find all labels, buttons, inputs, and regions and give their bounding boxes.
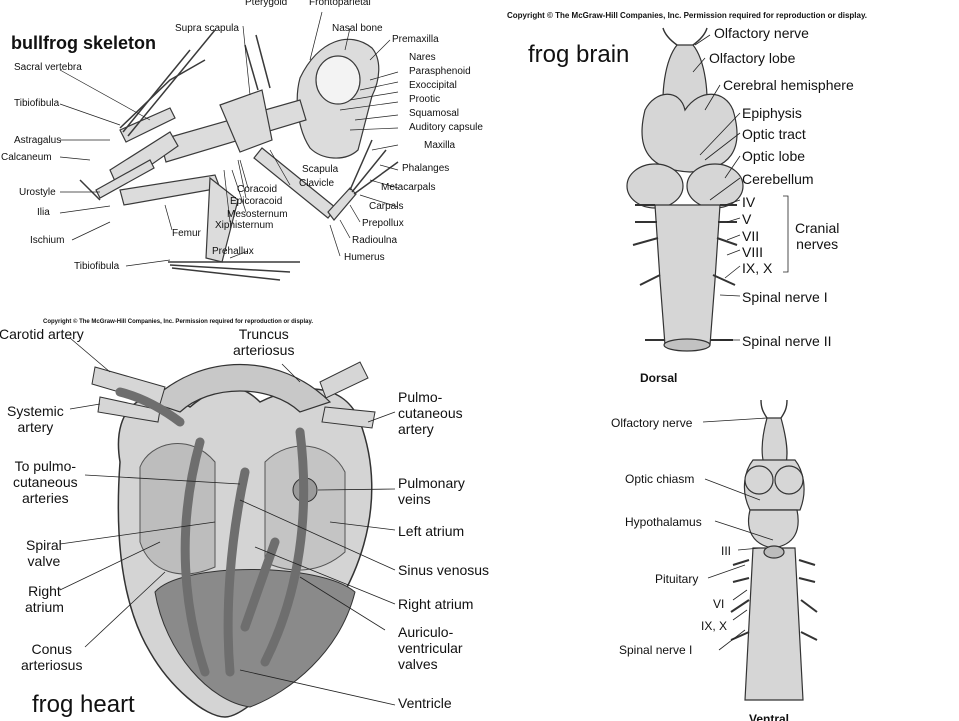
label-hypothalamus: Hypothalamus (625, 514, 702, 530)
label-clavicle: Clavicle (299, 178, 334, 189)
label-spinal-nerve-2-dorsal: Spinal nerve II (742, 333, 832, 349)
dorsal-olfactory-nerves (663, 28, 707, 45)
label-optic-chiasm: Optic chiasm (625, 471, 694, 487)
label-epiphysis: Epiphysis (742, 105, 802, 121)
skeleton-panel: bullfrog skeleton Pterygoid Frontopariet… (0, 0, 500, 290)
label-optic-tract: Optic tract (742, 126, 806, 142)
label-epicoracoid: Epicoracoid (230, 196, 282, 207)
label-scapula: Scapula (302, 164, 338, 175)
label-tibiofibula-top: Tibiofibula (14, 98, 59, 109)
label-cerebral-hemisphere: Cerebral hemisphere (723, 77, 854, 93)
radioulna-shape (328, 188, 356, 220)
right-artery-upper (320, 362, 368, 398)
heart-title: frog heart (32, 692, 135, 718)
label-sacral-vertebra: Sacral vertebra (14, 62, 82, 73)
label-pulmonary-veins: Pulmonary veins (398, 475, 465, 507)
label-cerebellum: Cerebellum (742, 171, 814, 187)
label-pituitary: Pituitary (655, 571, 698, 587)
label-xiphisternum: Xiphisternum (215, 220, 273, 231)
label-premaxilla: Premaxilla (392, 34, 439, 45)
label-metacarpals: Metacarpals (381, 182, 435, 193)
label-urostyle: Urostyle (19, 187, 56, 198)
label-coracoid: Coracoid (237, 184, 277, 195)
label-olfactory-nerve-ventral: Olfactory nerve (611, 415, 692, 431)
label-auditory-capsule: Auditory capsule (409, 122, 483, 133)
label-phalanges: Phalanges (402, 163, 449, 174)
skeleton-title: bullfrog skeleton (11, 33, 156, 53)
label-conus-arteriosus: Conus arteriosus (21, 641, 82, 673)
label-to-pulmocutaneous-arteries: To pulmo- cutaneous arteries (13, 458, 78, 506)
label-squamosal: Squamosal (409, 108, 459, 119)
label-nerve-ix-x: IX, X (742, 260, 772, 276)
label-nerve-vii: VII (742, 228, 759, 244)
label-ventricle: Ventricle (398, 695, 452, 711)
dorsal-caption: Dorsal (640, 370, 677, 386)
label-carotid-artery: Carotid artery (0, 326, 84, 342)
label-nerve-viii: VIII (742, 244, 763, 260)
label-nerve-iii: III (721, 543, 731, 559)
label-maxilla: Maxilla (424, 140, 455, 151)
label-spinal-nerve-1-dorsal: Spinal nerve I (742, 289, 828, 305)
label-ischium: Ischium (30, 235, 64, 246)
label-pulmocutaneous-artery: Pulmo- cutaneous artery (398, 389, 463, 437)
label-humerus: Humerus (344, 252, 385, 263)
label-radioulna: Radioulna (352, 235, 397, 246)
ventral-brain (744, 418, 804, 700)
ventral-caption: Ventral (749, 711, 789, 721)
label-left-atrium: Left atrium (398, 523, 464, 539)
label-nerve-iv: IV (742, 194, 755, 210)
label-supra-scapula: Supra scapula (175, 23, 239, 34)
label-cranial-nerves: Cranial nerves (795, 220, 839, 252)
label-spiral-valve: Spiral valve (26, 537, 62, 569)
label-nerve-v: V (742, 211, 751, 227)
label-carpals: Carpals (369, 201, 403, 212)
right-atrium-shape (140, 443, 215, 573)
femur-shape (120, 175, 220, 205)
brain-illustration (505, 0, 959, 721)
label-prepollux: Prepollux (362, 218, 404, 229)
label-prehallux: Prehallux (212, 246, 254, 257)
label-olfactory-nerve-dorsal: Olfactory nerve (714, 25, 809, 41)
label-nerve-ix-x-ventral: IX, X (701, 618, 727, 634)
label-sinus-venosus: Sinus venosus (398, 562, 489, 578)
label-tibiofibula-bottom: Tibiofibula (74, 261, 119, 272)
label-mesosternum: Mesosternum (227, 209, 288, 220)
label-right-atrium-left: Right atrium (25, 583, 64, 615)
orbit-shape (316, 56, 360, 104)
label-pterygoid: Pterygoid (245, 0, 287, 8)
ventral-olfactory-nerves (761, 400, 787, 418)
label-truncus-arteriosus: Truncus arteriosus (233, 326, 294, 358)
brain-title: frog brain (528, 42, 629, 68)
label-spinal-nerve-1-ventral: Spinal nerve I (619, 642, 692, 658)
label-systemic-artery: Systemic artery (7, 403, 64, 435)
heart-copyright: Copyright © The McGraw-Hill Companies, I… (43, 319, 313, 326)
label-olfactory-lobe: Olfactory lobe (709, 50, 795, 66)
label-parasphenoid: Parasphenoid (409, 66, 471, 77)
label-astragalus: Astragalus (14, 135, 61, 146)
label-right-atrium-right: Right atrium (398, 596, 473, 612)
label-nerve-vi: VI (713, 596, 724, 612)
label-nares: Nares (409, 52, 436, 63)
label-ilia: Ilia (37, 207, 50, 218)
brain-panel: Copyright © The McGraw-Hill Companies, I… (505, 0, 959, 721)
label-nasal-bone: Nasal bone (332, 23, 383, 34)
label-femur: Femur (172, 228, 201, 239)
label-frontoparietal: Frontoparietal (309, 0, 371, 8)
label-optic-lobe: Optic lobe (742, 148, 805, 164)
label-prootic: Prootic (409, 94, 440, 105)
heart-panel: Copyright © The McGraw-Hill Companies, I… (0, 312, 500, 721)
label-exoccipital: Exoccipital (409, 80, 457, 91)
brain-copyright: Copyright © The McGraw-Hill Companies, I… (507, 11, 867, 20)
label-av-valves: Auriculo- ventricular valves (398, 624, 463, 672)
label-calcaneum: Calcaneum (1, 152, 52, 163)
